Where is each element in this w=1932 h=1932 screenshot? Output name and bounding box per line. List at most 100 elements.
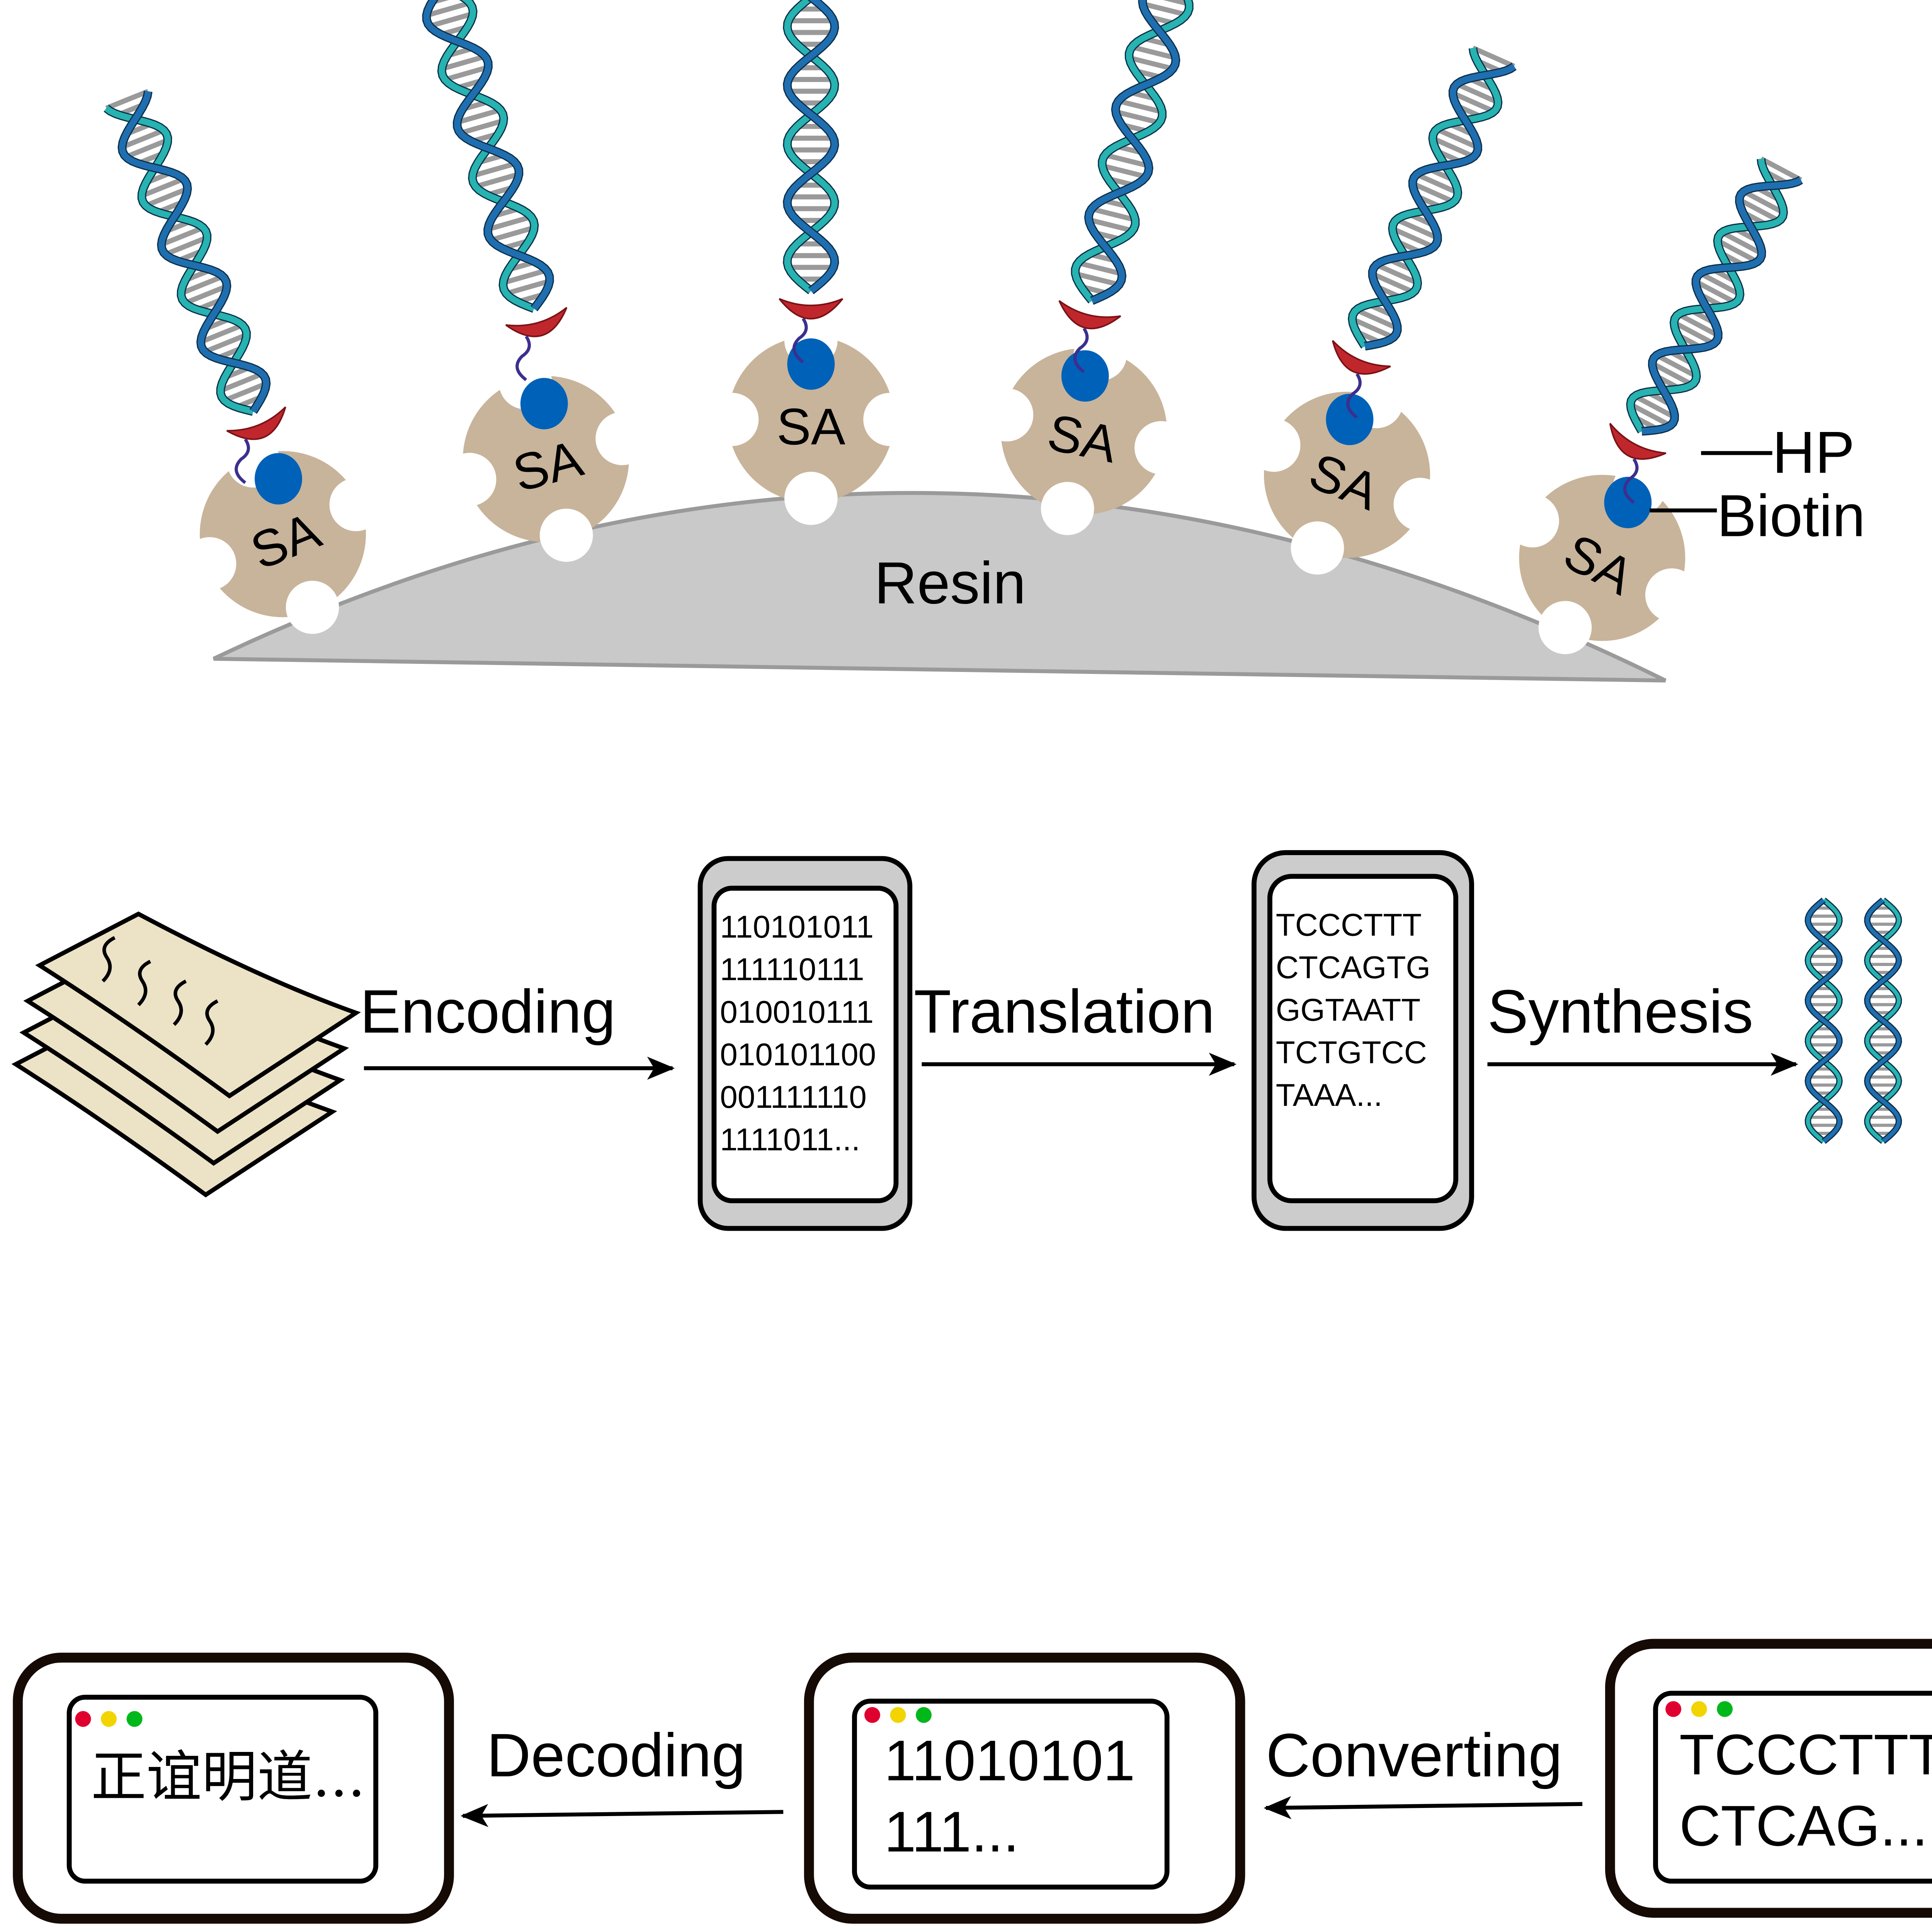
base-pair (1104, 152, 1150, 168)
sequence-line: GGTAATT (1276, 993, 1421, 1028)
base-pair (164, 235, 208, 257)
sequence-line: TCTGTCC (1276, 1035, 1427, 1070)
base-pair (1142, 1, 1187, 17)
streptavidin-sa: SA (183, 434, 383, 634)
base-pair (219, 371, 264, 393)
base-pair (1673, 320, 1715, 346)
window-dot-red (1665, 1701, 1682, 1717)
dna-strand (412, 0, 538, 312)
synthesized-dna (1804, 898, 1902, 1144)
linker (235, 438, 250, 484)
screen-seq-line-1: TCCCTTT (1679, 1723, 1932, 1787)
binary-screen: 11010101 111... (804, 1653, 1245, 1924)
base-pair (1435, 127, 1479, 150)
base-pair (141, 177, 185, 199)
anchored-strand: SA (411, 0, 649, 562)
anchored-strand: SA (980, 0, 1203, 535)
base-pair (1677, 312, 1719, 338)
biotin-dot (1061, 350, 1109, 402)
base-pair (1432, 136, 1475, 159)
window-dot-green (916, 1707, 932, 1723)
base-pair (1633, 394, 1676, 420)
anchored-dna-helix (1626, 156, 1803, 436)
base-pair (1077, 260, 1122, 277)
translation-label: Translation (914, 977, 1215, 1046)
base-pair (1655, 353, 1698, 379)
screen-bin-line-1: 11010101 (884, 1729, 1135, 1793)
dna-strand (1641, 177, 1803, 435)
hp-cap (1609, 423, 1667, 460)
base-pair (1415, 172, 1459, 195)
anchored-dna-helix (1071, 0, 1203, 305)
binary-lines: 1101010111111101110100101110101011000011… (720, 910, 876, 1157)
window-dot-green (1717, 1701, 1733, 1717)
hp-cap (505, 307, 568, 337)
anchored-dna-helix (411, 0, 554, 313)
sa-label: SA (1043, 403, 1122, 474)
base-pair (121, 128, 165, 150)
document-stack-icon (11, 911, 361, 1197)
hp-cap (1058, 300, 1121, 330)
anchored-strands: SA SA SA SA SA SA (104, 0, 1803, 654)
binary-line: 001111110 (720, 1080, 867, 1115)
sequence-screen: TCCCTTT CTCAG... (1605, 1639, 1932, 1918)
base-pair (1088, 217, 1133, 233)
anchored-dna-helix (1348, 46, 1517, 351)
biotin-dot (255, 453, 302, 505)
base-pair (1760, 156, 1802, 182)
decoding-arrow (460, 1804, 784, 1827)
dna-strand (1627, 158, 1787, 433)
base-pair (1395, 217, 1439, 240)
base-pair (441, 54, 486, 71)
dna-strand (784, 0, 838, 294)
base-pair (1131, 44, 1177, 61)
anchored-strand: SA (104, 89, 383, 634)
screen-seq-line-2: CTCAG... (1679, 1794, 1928, 1858)
base-pair (1101, 163, 1147, 179)
base-pair (1412, 181, 1455, 204)
base-pair (1651, 361, 1694, 387)
dna-strand (1072, 0, 1192, 303)
dna-strand (104, 105, 254, 415)
base-pair (180, 274, 224, 296)
base-pair (1721, 230, 1763, 256)
anchored-strand: SA (1247, 46, 1517, 575)
dna-strand (784, 0, 838, 294)
streptavidin-sa: SA (443, 356, 649, 562)
window-dot-green (126, 1711, 143, 1727)
base-pair (490, 225, 535, 243)
window-dot-yellow (101, 1711, 117, 1727)
anchored-dna-helix (783, 0, 839, 294)
biotin-dot (787, 338, 835, 390)
base-pair (145, 186, 189, 208)
base-pair (1699, 271, 1742, 297)
dna-strand (423, 0, 553, 311)
base-pair (105, 89, 149, 111)
binary-line: 010101100 (720, 1037, 876, 1072)
anchored-dna-helix (104, 89, 271, 416)
window-dot-yellow (1691, 1701, 1707, 1717)
converting-label: Converting (1266, 1721, 1562, 1789)
encoding-label: Encoding (360, 977, 616, 1046)
base-pair (1391, 226, 1435, 250)
sequence-lines: TCCCTTTCTCAGTGGGTAATTTCTGTCCTAAA... (1276, 908, 1430, 1113)
synthesis-label: Synthesis (1487, 977, 1753, 1046)
screen-bin-line-2: 111... (884, 1800, 1019, 1864)
hp-cap (1332, 340, 1391, 375)
base-pair (425, 0, 471, 18)
streptavidin-sa: SA (1247, 375, 1447, 575)
dna-strand (1364, 63, 1516, 350)
base-pair (459, 118, 505, 136)
sequence-line: TAAA... (1276, 1078, 1383, 1113)
decoded-text-screen: 正谊明道... (13, 1653, 454, 1924)
base-pair (1456, 82, 1499, 105)
sa-label: SA (777, 398, 845, 456)
base-pair (1629, 402, 1672, 428)
binary-line: 010010111 (720, 995, 874, 1030)
binary-line: 110101011 (720, 910, 874, 945)
base-pair (471, 161, 517, 179)
anchored-strand: SA (1506, 156, 1803, 654)
